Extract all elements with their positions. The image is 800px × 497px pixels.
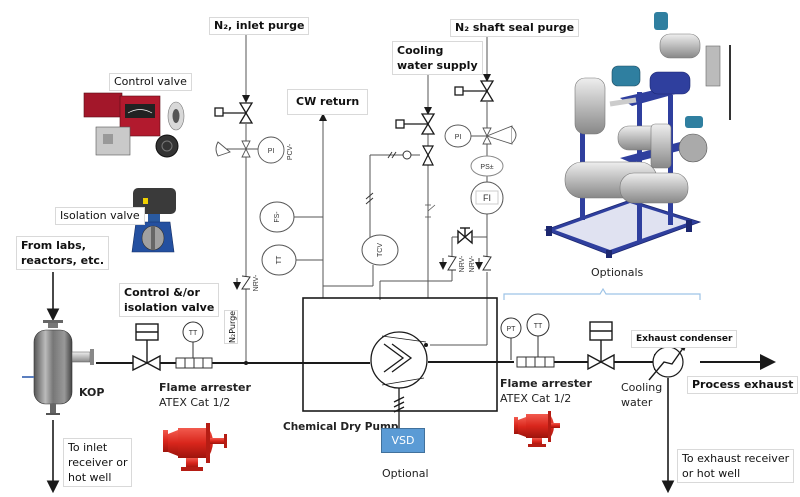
isolation-valve-label: Isolation valve (55, 207, 145, 225)
kop-label: KOP (79, 386, 105, 399)
from-labs-label: From labs, reactors, etc. (16, 236, 110, 270)
inlet-flame-arrester-symbol (175, 357, 213, 369)
outlet-atex-label: ATEX Cat 1/2 (500, 392, 572, 405)
control-isolation-line1: Control &/or (124, 286, 200, 299)
vacuum-skid-illustration (543, 12, 731, 258)
exhaust-condenser-symbol (648, 342, 688, 381)
main-process-line (96, 354, 776, 370)
svg-text:TT: TT (534, 323, 543, 330)
cw-return-line (294, 113, 374, 298)
n2-shaft-seal-purge-label: N₂ shaft seal purge (450, 19, 580, 37)
svg-text:NRV-: NRV- (469, 255, 476, 272)
cooling-water-supply-line (369, 72, 453, 300)
cooling-water-supply-line1: Cooling (397, 44, 444, 57)
n2-seal-nrv-1 (439, 255, 457, 271)
from-labs-line1: From labs, (21, 239, 86, 252)
cooling-water-supply-label: Cooling water supply (392, 41, 483, 75)
inlet-tt-instrument: TT (182, 321, 204, 358)
vsd-box: VSD (381, 428, 425, 453)
optionals-label: Optionals (591, 266, 644, 279)
chemical-dry-pump-label: Chemical Dry Pump (283, 421, 399, 433)
to-exhaust-line1: To exhaust receiver (682, 452, 790, 465)
inlet-control-valve-symbol (132, 323, 161, 372)
exhaust-condenser-label: Exhaust condenser (631, 330, 738, 348)
n2-inlet-solenoid-valve (214, 102, 254, 124)
to-inlet-line1: To inlet (68, 441, 108, 454)
n2-purge-box: N₂Purge (224, 310, 238, 344)
pump-skid-box (302, 297, 498, 412)
svg-text:FS-: FS- (274, 211, 281, 223)
svg-text:PT: PT (507, 326, 517, 333)
inlet-flame-arrester-label: Flame arrester (159, 381, 251, 394)
n2-seal-nrv-2 (475, 255, 492, 271)
outlet-flame-arrester-symbol (516, 356, 555, 368)
cw-manual-valve-small (425, 204, 436, 218)
cw-return-label: CW return (287, 89, 369, 115)
cw-control-valve (421, 145, 435, 166)
cooling-water-supply-line2: water supply (397, 59, 478, 72)
n2-inlet-purge-label: N₂, inlet purge (209, 17, 310, 35)
fs-instrument: FS- (259, 201, 295, 233)
signal-break-marks (365, 151, 397, 205)
svg-text:TT: TT (189, 330, 198, 337)
svg-text:FI: FI (483, 193, 491, 203)
cooling-water-label: Cooling water (621, 380, 662, 410)
cw-solenoid-valve (395, 113, 436, 135)
pump-motor-coupling (393, 388, 405, 428)
control-isolation-line2: isolation valve (124, 301, 215, 314)
svg-text:PS±: PS± (480, 164, 493, 171)
to-inlet-receiver-label: To inlet receiver or hot well (63, 438, 133, 487)
outlet-control-valve-symbol (587, 321, 615, 371)
inlet-atex-label: ATEX Cat 1/2 (159, 396, 231, 409)
svg-text:NRV-: NRV- (459, 255, 466, 272)
svg-text:PI: PI (268, 148, 275, 155)
to-exhaust-receiver-label: To exhaust receiver or hot well (677, 449, 795, 483)
n2-seal-bypass-valve (457, 227, 473, 245)
n2-seal-solenoid-valve (454, 80, 495, 102)
outlet-tt-instrument: TT (526, 313, 550, 357)
svg-text:NRV-: NRV- (253, 274, 260, 291)
outlet-pt-instrument: PT (500, 317, 522, 360)
svg-text:TT: TT (276, 255, 283, 264)
tcv-instrument: TCV (361, 234, 399, 266)
flame-arrester-illustration-outlet (514, 411, 560, 447)
n2-inlet-nrv (233, 275, 251, 290)
optional-label: Optional (382, 467, 429, 480)
flame-arrester-illustration-inlet (163, 423, 227, 471)
n2-seal-pcv (444, 124, 517, 148)
outlet-flame-arrester-label: Flame arrester (500, 377, 592, 390)
cw-orifice (402, 150, 412, 160)
to-inlet-line2: receiver or (68, 456, 128, 469)
svg-text:TCV: TCV (377, 243, 384, 257)
from-labs-line2: reactors, etc. (21, 254, 105, 267)
to-exhaust-line2: or hot well (682, 467, 741, 480)
to-inlet-line3: hot well (68, 471, 112, 484)
dry-pump-symbol (370, 331, 428, 389)
cooling-water-line1: Cooling (621, 381, 663, 394)
control-valve-illustration (83, 92, 185, 158)
kop-vessel-icon (22, 320, 94, 415)
n2-inlet-pcv (215, 136, 285, 164)
optionals-bracket (503, 287, 701, 300)
svg-text:PI: PI (455, 134, 462, 141)
control-valve-label: Control valve (109, 73, 192, 91)
n2-seal-purge-line (430, 34, 491, 346)
svg-text:PCV-: PCV- (287, 143, 294, 160)
ps-instrument: PS± (470, 155, 504, 177)
cooling-water-line2: water (621, 396, 653, 409)
cw-tt-instrument: TT (261, 244, 297, 276)
process-exhaust-label: Process exhaust (687, 376, 799, 394)
fi-instrument: FI (470, 181, 504, 215)
n2-purge-label: N₂Purge (228, 310, 237, 343)
control-isolation-valve-label: Control &/or isolation valve (119, 283, 220, 317)
